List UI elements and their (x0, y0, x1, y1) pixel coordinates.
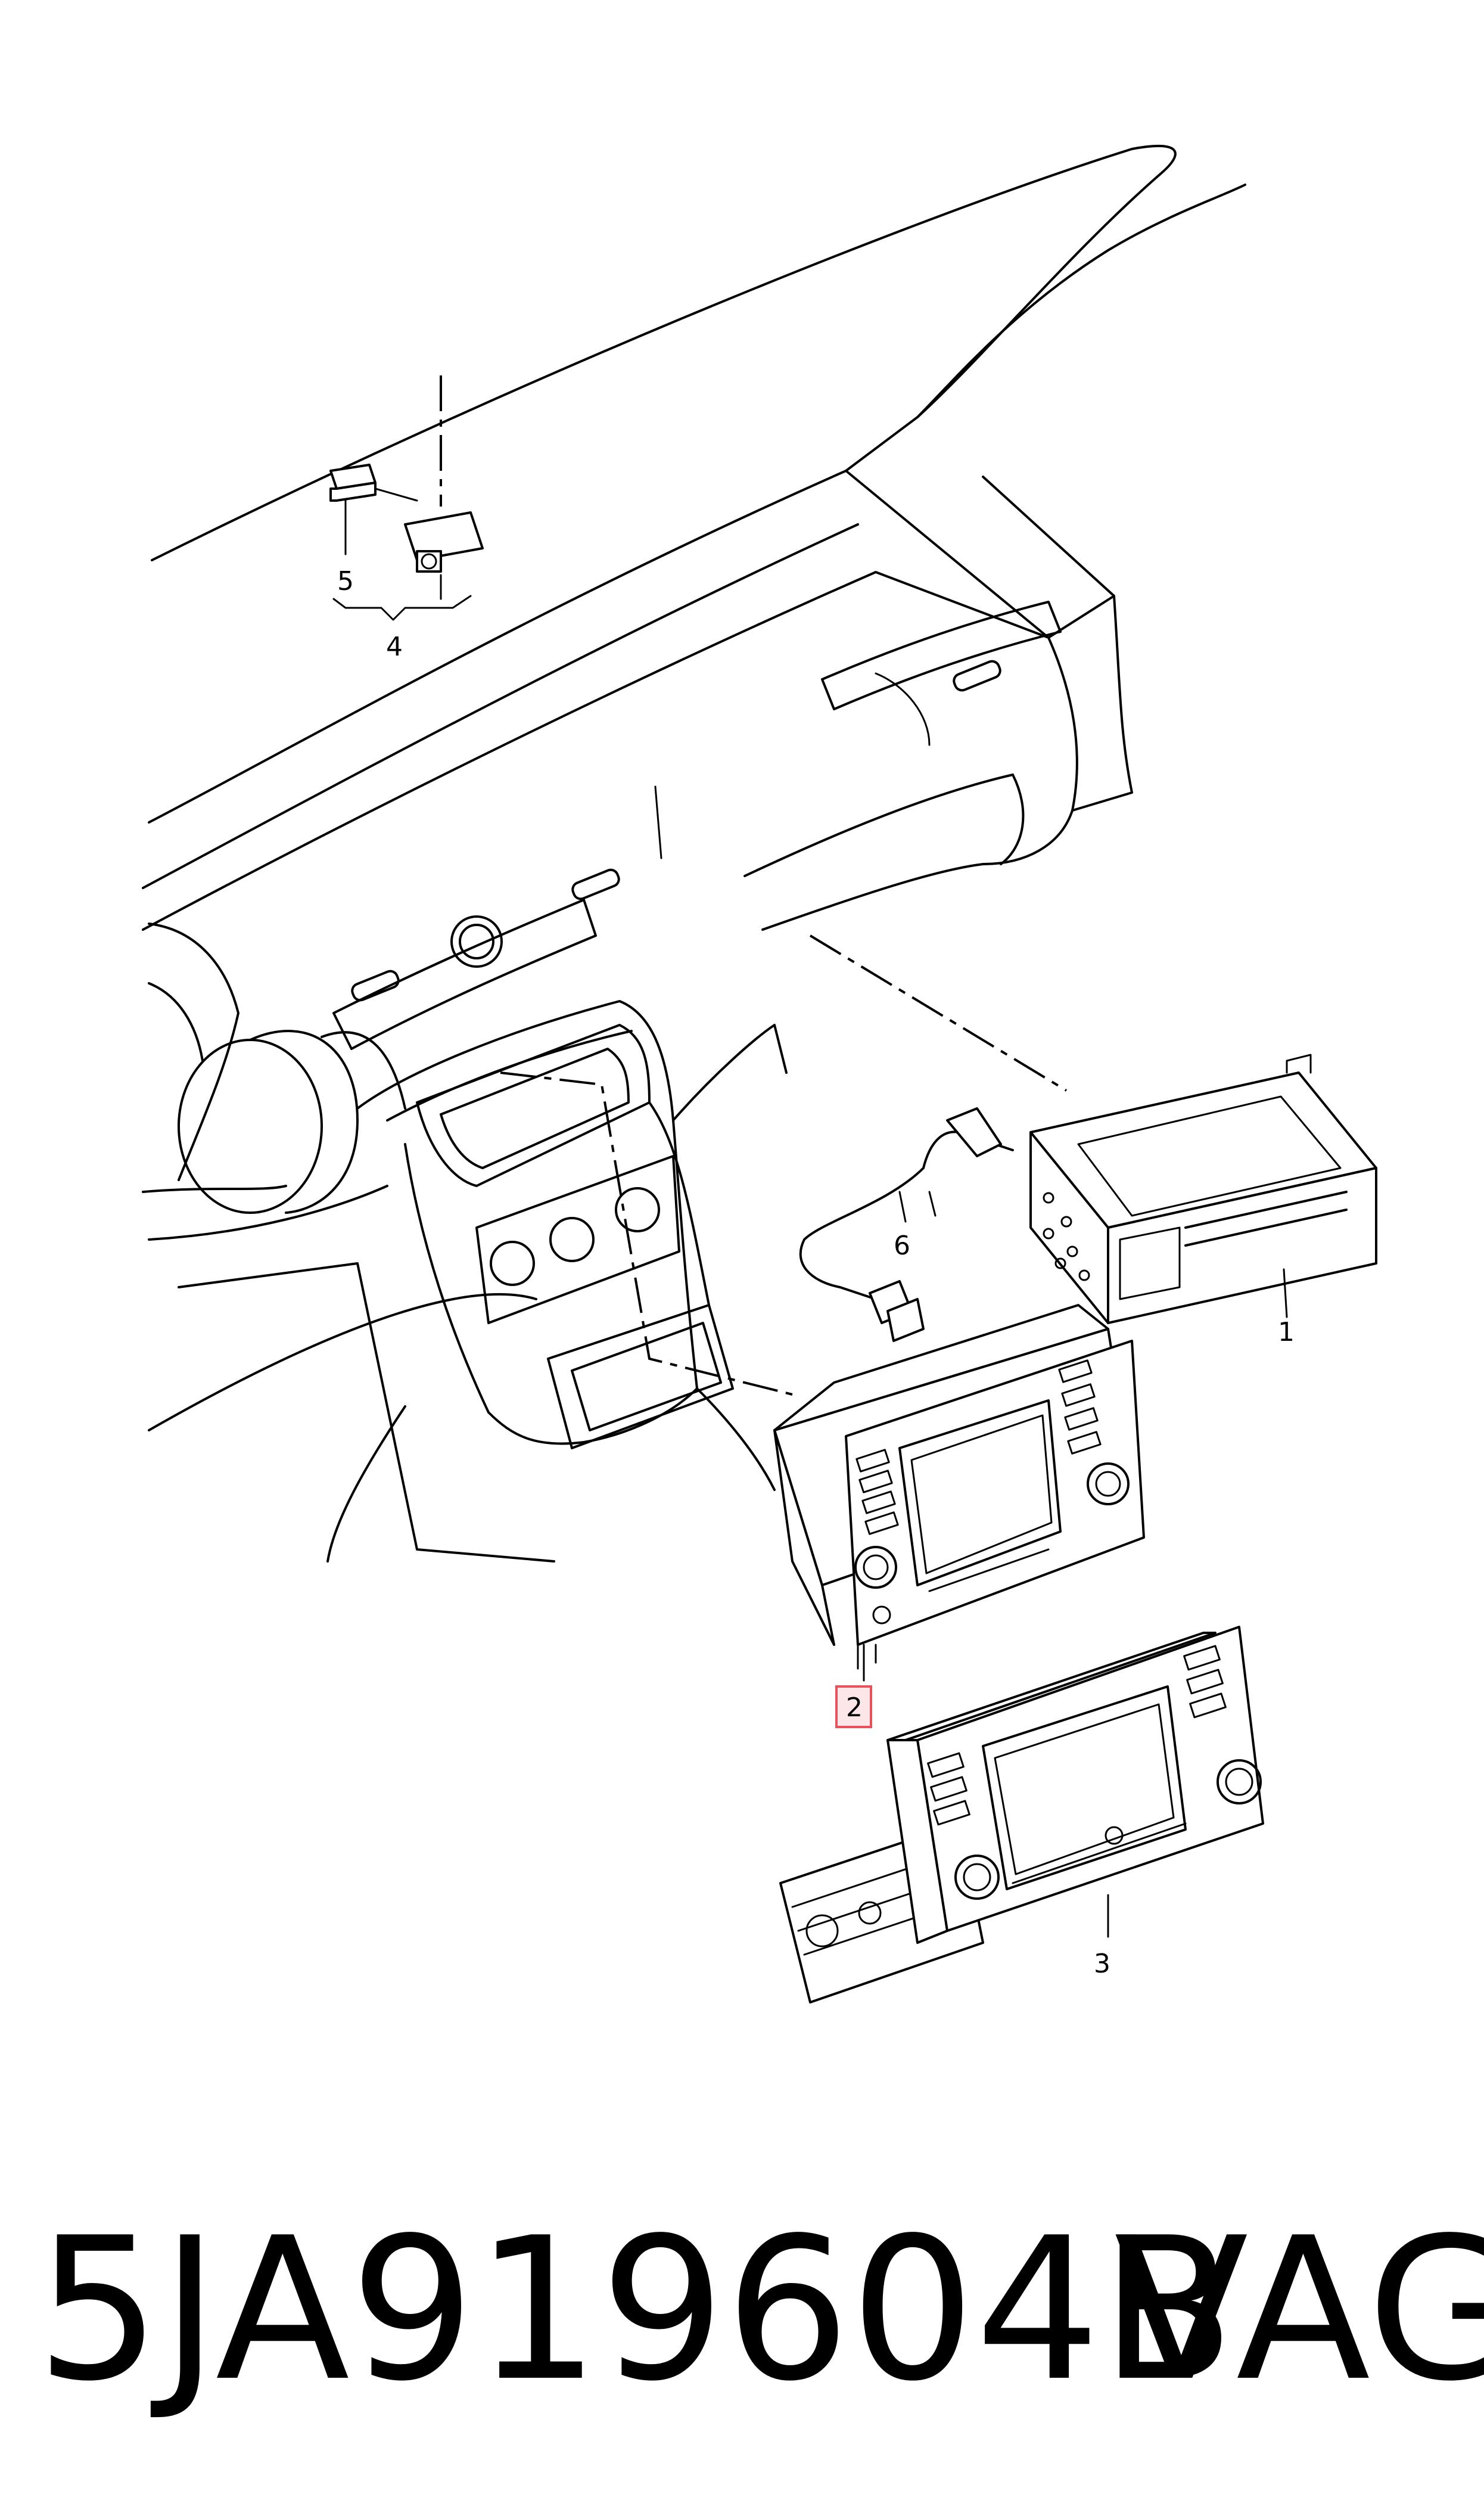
mounting-guide-lines (440, 375, 1068, 1396)
part-number-caption: 5JA919604B (36, 2195, 1235, 2424)
callout-6: 6 (894, 1231, 910, 1261)
part-4-bracket (332, 595, 472, 621)
callout-4: 4 (386, 632, 403, 662)
callout-labels: 1 2 3 4 5 6 (337, 566, 1295, 1979)
part-6-antenna-cable (799, 1107, 1014, 1342)
part-5-connector (329, 464, 484, 600)
leader-lines (863, 1191, 1288, 1938)
callout-2: 2 (846, 1692, 863, 1723)
brand-caption: VAG (1114, 2195, 1484, 2424)
callout-5: 5 (337, 566, 354, 597)
part-3-radio-unit (779, 1626, 1264, 2004)
part-2-radio-unit (773, 1304, 1145, 1670)
callout-2-highlight-box (835, 1685, 872, 1728)
callout-3: 3 (1094, 1949, 1110, 1979)
callout-1: 1 (1278, 1317, 1295, 1347)
dashboard-outline (142, 144, 1246, 1563)
part-1-radio-chassis (1029, 1054, 1377, 1324)
